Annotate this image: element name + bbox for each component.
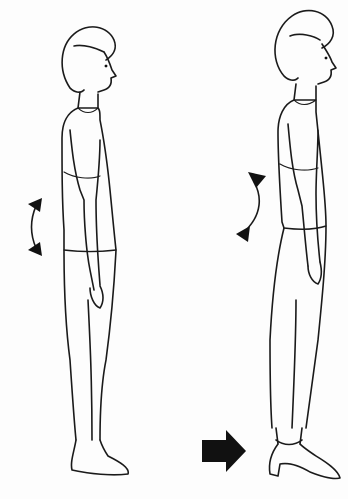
- left-sleeve: [64, 172, 100, 178]
- curved-double-arrow-icon: [246, 182, 259, 230]
- left-curve-arrows: [28, 198, 42, 256]
- right-high-heel-shoe: [269, 444, 340, 479]
- right-ankle-strap: [276, 440, 302, 445]
- left-pants: [64, 250, 116, 440]
- left-arm: [70, 130, 100, 290]
- left-neck: [78, 92, 98, 108]
- right-neck: [294, 84, 316, 100]
- left-face: [98, 52, 116, 92]
- left-hand: [90, 286, 103, 308]
- curved-double-arrow-icon: [32, 206, 37, 248]
- right-pants: [270, 226, 326, 428]
- right-arm: [288, 124, 320, 266]
- heel-pointer-arrow-icon: [202, 430, 246, 472]
- right-sleeve: [280, 164, 318, 170]
- arrow-head-top-icon: [248, 172, 266, 188]
- right-hair: [275, 11, 333, 81]
- right-eye: [325, 57, 328, 60]
- figure-flat-shoes: [28, 27, 128, 475]
- arrow-head-bottom-icon: [236, 226, 250, 242]
- right-curve-arrows: [236, 172, 266, 242]
- figure-high-heels: [202, 11, 340, 479]
- right-hand: [308, 262, 321, 284]
- right-face: [318, 44, 336, 84]
- left-foot: [71, 440, 128, 475]
- left-eye: [105, 65, 108, 68]
